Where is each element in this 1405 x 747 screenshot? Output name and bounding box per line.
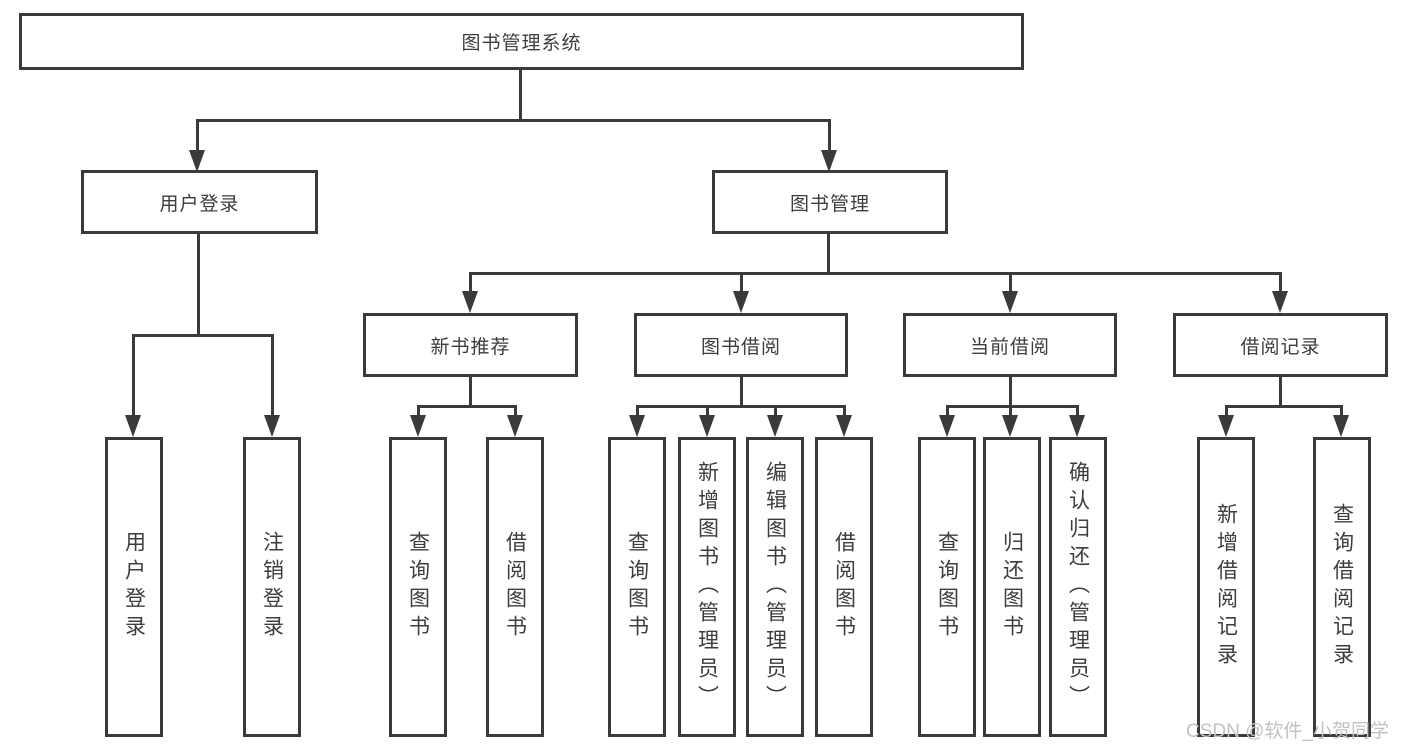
connector-line — [132, 334, 135, 417]
node-label: 查询图书 — [935, 531, 959, 643]
node-label: 新增借阅记录 — [1214, 503, 1238, 671]
arrowhead-icon — [410, 415, 426, 437]
node-label: 图书借阅 — [700, 336, 781, 358]
node-label: 借阅图书 — [832, 531, 856, 643]
arrowhead-icon — [733, 291, 749, 313]
node-label: 新书推荐 — [430, 336, 511, 358]
arrowhead-icon — [1002, 415, 1018, 437]
leaf-user-login: 用户登录 — [105, 437, 163, 737]
connector-line — [828, 119, 831, 154]
connector-line — [1279, 272, 1282, 293]
connector-line — [827, 233, 830, 274]
leaf-query-books-recommend: 查询图书 — [389, 437, 447, 737]
node-new-book-recommend: 新书推荐 — [363, 313, 578, 377]
connector-line — [469, 272, 472, 293]
arrowhead-icon — [836, 415, 852, 437]
node-borrowing-records: 借阅记录 — [1173, 313, 1388, 377]
arrowhead-icon — [821, 150, 837, 172]
node-label: 当前借阅 — [969, 336, 1050, 358]
connector-line — [271, 334, 274, 417]
leaf-return-books: 归还图书 — [983, 437, 1041, 737]
arrowhead-icon — [1002, 291, 1018, 313]
connector-line — [514, 405, 517, 418]
leaf-logout: 注销登录 — [243, 437, 301, 737]
connector-line — [774, 405, 777, 418]
connector-line — [469, 376, 472, 407]
connector-line — [1009, 376, 1012, 407]
node-book-management: 图书管理 — [712, 170, 948, 234]
leaf-query-books-current: 查询图书 — [918, 437, 976, 737]
connector-line — [636, 405, 845, 408]
node-label: 查询借阅记录 — [1330, 503, 1354, 671]
connector-line — [740, 376, 743, 407]
leaf-add-books-admin: 新增图书（管理员） — [678, 437, 736, 737]
node-label: 借阅图书 — [503, 531, 527, 643]
arrowhead-icon — [1333, 415, 1349, 437]
node-label: 图书管理 — [789, 193, 870, 215]
connector-line — [1076, 405, 1079, 418]
node-label: 编辑图书（管理员） — [763, 461, 787, 713]
node-label: 用户登录 — [122, 531, 146, 643]
node-label: 新增图书（管理员） — [695, 461, 719, 713]
arrowhead-icon — [767, 415, 783, 437]
leaf-confirm-return-admin: 确认归还（管理员） — [1049, 437, 1107, 737]
leaf-query-books-borrowing: 查询图书 — [608, 437, 666, 737]
connector-line — [133, 334, 274, 337]
arrowhead-icon — [462, 291, 478, 313]
arrowhead-icon — [699, 415, 715, 437]
connector-line — [843, 405, 846, 418]
connector-line — [417, 405, 420, 418]
leaf-query-borrow-record: 查询借阅记录 — [1313, 437, 1371, 737]
arrowhead-icon — [125, 415, 141, 437]
leaf-edit-books-admin: 编辑图书（管理员） — [746, 437, 804, 737]
arrowhead-icon — [1069, 415, 1085, 437]
node-label: 查询图书 — [406, 531, 430, 643]
node-label: 用户登录 — [159, 193, 240, 215]
connector-line — [417, 405, 517, 408]
arrowhead-icon — [507, 415, 523, 437]
connector-line — [946, 405, 949, 418]
connector-line — [197, 119, 831, 122]
connector-line — [196, 119, 199, 154]
arrowhead-icon — [1218, 415, 1234, 437]
arrowhead-icon — [189, 150, 205, 172]
connector-line — [740, 272, 743, 293]
connector-line — [1340, 405, 1343, 418]
node-user-login: 用户登录 — [81, 170, 318, 234]
connector-line — [519, 68, 522, 121]
arrowhead-icon — [939, 415, 955, 437]
leaf-add-borrow-record: 新增借阅记录 — [1197, 437, 1255, 737]
node-label: 注销登录 — [260, 531, 284, 643]
node-label: 图书管理系统 — [461, 33, 582, 54]
connector-line — [1279, 376, 1282, 407]
connector-line — [706, 405, 709, 418]
connector-line — [1009, 405, 1012, 418]
node-current-borrowing: 当前借阅 — [903, 313, 1117, 377]
csdn-watermark: CSDN @软件_小贺同学 — [1186, 721, 1389, 742]
node-label: 借阅记录 — [1240, 336, 1321, 358]
connector-line — [1009, 272, 1012, 293]
connector-line — [197, 233, 200, 336]
node-label: 归还图书 — [1000, 531, 1024, 643]
connector-line — [1225, 405, 1228, 418]
node-label: 查询图书 — [625, 531, 649, 643]
leaf-borrow-books-recommend: 借阅图书 — [486, 437, 544, 737]
connector-line — [636, 405, 639, 418]
node-library-system: 图书管理系统 — [19, 13, 1024, 70]
arrowhead-icon — [1272, 291, 1288, 313]
arrowhead-icon — [264, 415, 280, 437]
leaf-borrow-books: 借阅图书 — [815, 437, 873, 737]
connector-line — [1225, 405, 1343, 408]
arrowhead-icon — [629, 415, 645, 437]
connector-line — [946, 405, 1079, 408]
node-book-borrowing: 图书借阅 — [634, 313, 848, 377]
connector-line — [469, 272, 1282, 275]
node-label: 确认归还（管理员） — [1066, 461, 1090, 713]
